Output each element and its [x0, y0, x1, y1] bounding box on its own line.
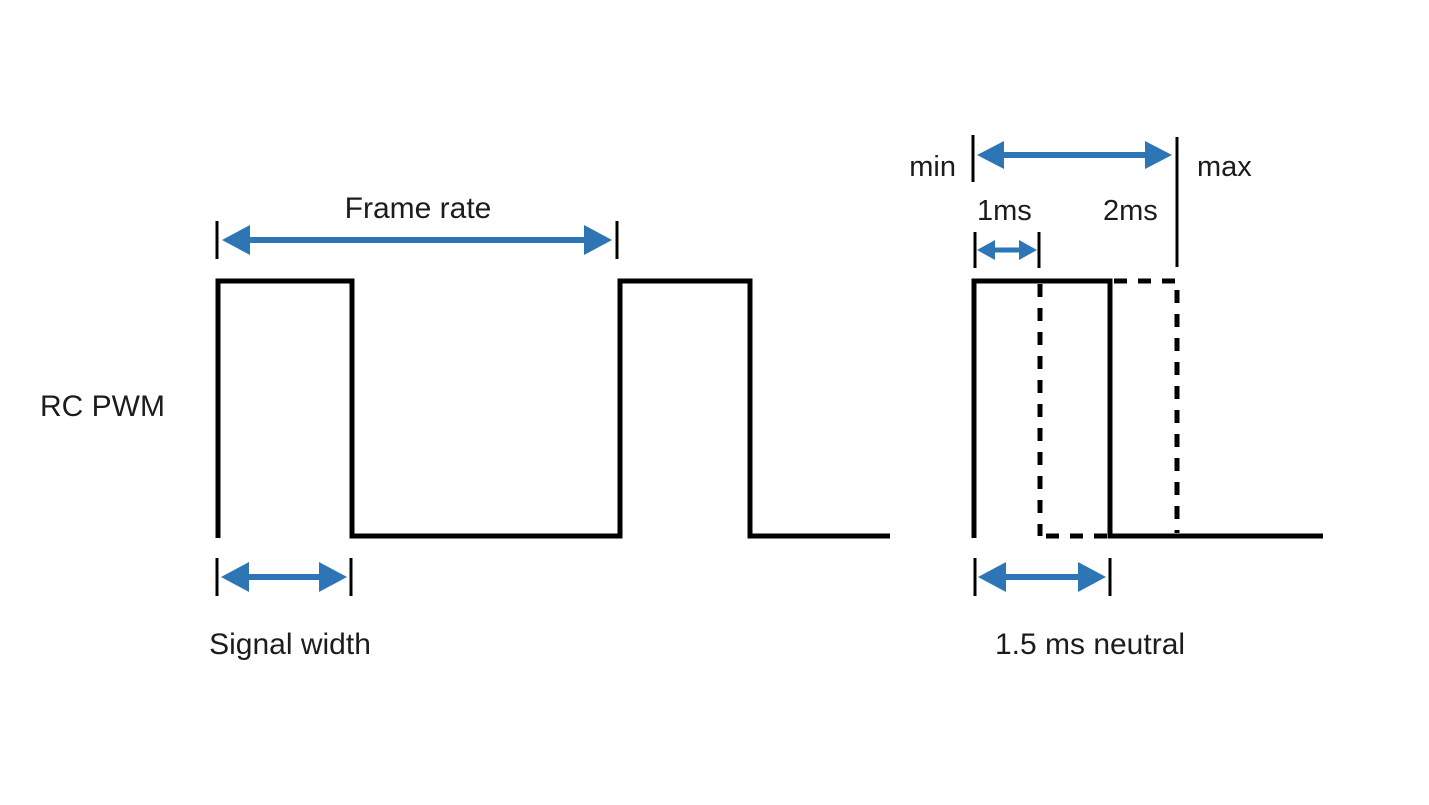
- pwm-wave-right: [971, 278, 1323, 539]
- one-ms-label: 1ms: [977, 195, 1032, 227]
- one-ms-arrow: [977, 240, 1037, 260]
- neutral-arrow: [978, 562, 1106, 592]
- frame-rate-arrow: [222, 225, 612, 255]
- signal-width-arrow: [221, 562, 347, 592]
- pwm-wave-left: [215, 278, 890, 539]
- min-label: min: [909, 151, 956, 183]
- frame-rate-label: Frame rate: [344, 192, 492, 225]
- neutral-label: 1.5 ms neutral: [994, 628, 1186, 661]
- signal-name-label: RC PWM: [40, 390, 165, 423]
- two-ms-label: 2ms: [1103, 195, 1158, 227]
- max-pulse-dashed-outline: [1114, 278, 1180, 533]
- max-label: max: [1197, 151, 1252, 183]
- signal-width-label: Signal width: [209, 628, 371, 661]
- min-max-arrow: [977, 141, 1172, 169]
